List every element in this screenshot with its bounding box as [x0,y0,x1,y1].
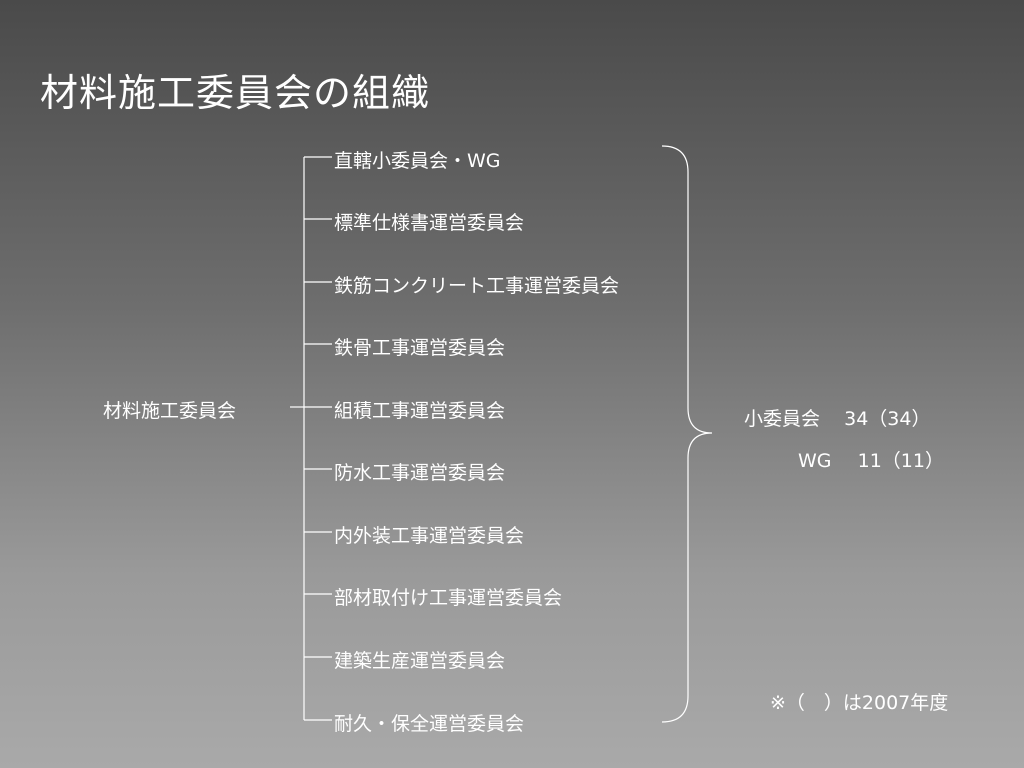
wg-summary: WG 11（11） [798,446,944,473]
page-title: 材料施工委員会の組織 [40,71,431,115]
footnote: ※（ ）は2007年度 [770,692,949,714]
child-committee-label: 部材取付け工事運営委員会 [334,587,563,609]
subcommittee-summary: 小委員会 34（34） [744,404,930,431]
child-committee-label: 組積工事運営委員会 [334,400,506,422]
subcommittee-count: 34（34） [844,408,931,430]
child-committee-label: 防水工事運営委員会 [334,462,506,484]
root-committee-label: 材料施工委員会 [103,400,237,422]
child-committee-label: 内外装工事運営委員会 [334,525,525,547]
child-committee-label: 鉄骨工事運営委員会 [334,337,506,359]
wg-label: WG [798,450,832,472]
child-committee-label: 標準仕様書運営委員会 [334,212,525,234]
subcommittee-label: 小委員会 [744,408,821,430]
child-committee-label: 建築生産運営委員会 [334,650,506,672]
child-committee-label: 鉄筋コンクリート工事運営委員会 [334,275,620,297]
right-brace [661,145,713,723]
child-committee-label: 直轄小委員会・WG [334,150,501,172]
wg-count: 11（11） [857,450,944,472]
child-committee-label: 耐久・保全運営委員会 [334,713,525,735]
